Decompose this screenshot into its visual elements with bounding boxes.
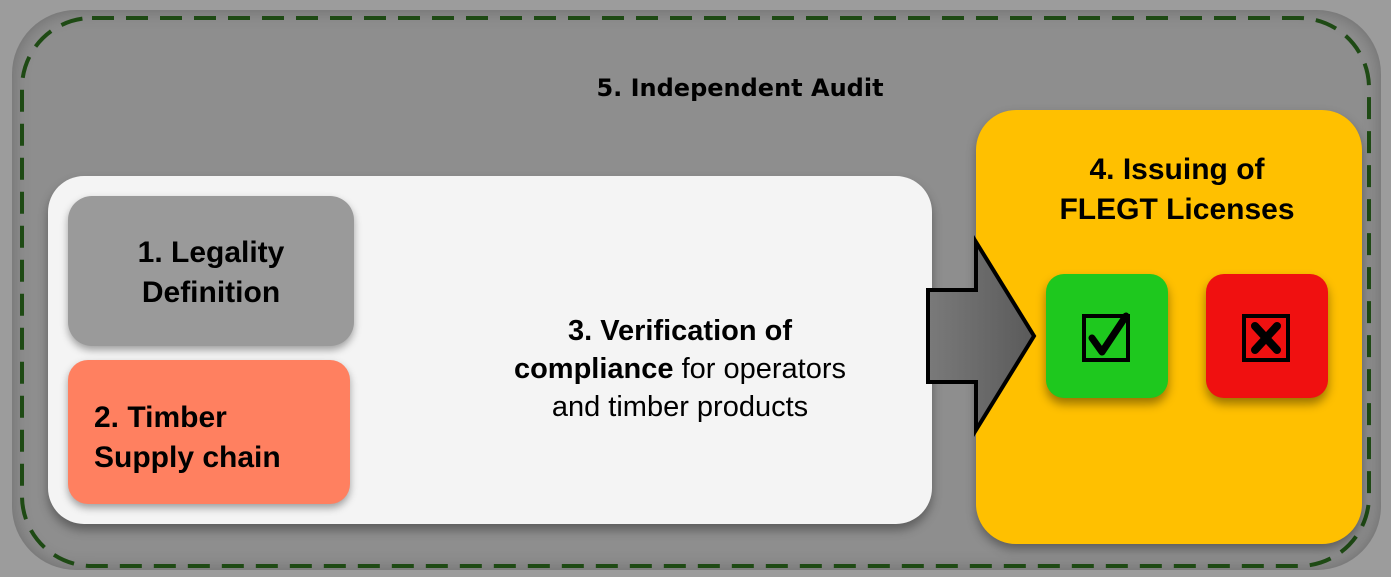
license-approved-tile (1046, 274, 1168, 398)
checkbox-cross-icon (1242, 314, 1290, 362)
legality-line-1: 1. Legality (137, 236, 285, 269)
timber-supply-chain-label: 2. Timber Supply chain (94, 398, 350, 478)
timber-line-1: 2. Timber (94, 401, 227, 434)
verification-object: and timber products (551, 391, 809, 423)
license-issuing-label: 4. Issuing of FLEGT Licenses (1012, 150, 1342, 230)
timber-line-2: Supply chain (94, 441, 281, 474)
verification-title: 3. Verification of (568, 315, 792, 347)
verification-keyword: compliance (513, 353, 674, 385)
checkbox-checked-icon (1082, 312, 1130, 362)
legality-definition-box (68, 196, 354, 346)
legality-line-2: Definition (141, 276, 281, 309)
verification-subject: for operators (673, 353, 847, 385)
verification-label: 3. Verification of compliance for operat… (420, 312, 940, 426)
license-rejected-tile (1206, 274, 1328, 398)
audit-label: 5. Independent Audit (596, 74, 884, 102)
license-line-2: FLEGT Licenses (1059, 193, 1295, 226)
legality-definition-label: 1. Legality Definition (68, 233, 354, 313)
timber-supply-chain-box (68, 360, 350, 504)
license-line-1: 4. Issuing of (1089, 153, 1265, 186)
